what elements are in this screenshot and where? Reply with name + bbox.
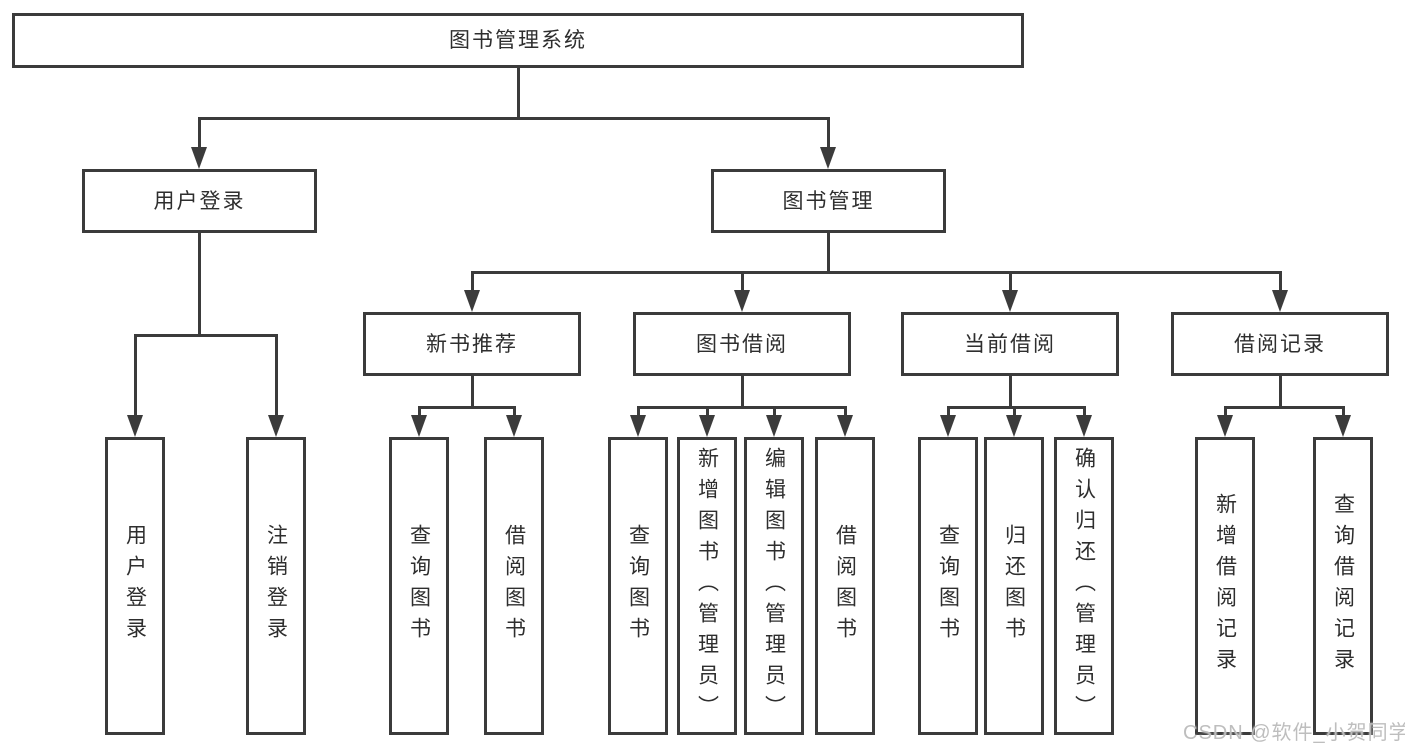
node-leaf-return-book: 归还图书: [984, 437, 1044, 735]
node-leaf-query-borrow-record: 查询借阅记录: [1313, 437, 1373, 735]
arrowhead-icon: [734, 290, 750, 312]
connector-vline: [740, 376, 744, 409]
node-user-login: 用户登录: [82, 169, 317, 233]
connector-vline: [705, 407, 709, 417]
arrowhead-icon: [630, 415, 646, 437]
arrowhead-icon: [1335, 415, 1351, 437]
node-leaf-query-books-1: 查询图书: [389, 437, 449, 735]
arrowhead-icon: [268, 415, 284, 437]
node-borrow-record: 借阅记录: [1171, 312, 1389, 376]
arrowhead-icon: [1272, 290, 1288, 312]
node-leaf-borrow-books-1: 借阅图书: [484, 437, 544, 735]
connector-vline: [198, 118, 201, 150]
connector-vline: [843, 407, 847, 417]
node-book-management: 图书管理: [711, 169, 946, 233]
arrowhead-icon: [411, 415, 427, 437]
arrowhead-icon: [699, 415, 715, 437]
node-leaf-user-login: 用户登录: [105, 437, 165, 735]
connector-vline: [1278, 272, 1282, 292]
connector-vline: [198, 233, 201, 335]
watermark: CSDN @软件_小贺同学: [1183, 722, 1405, 744]
arrowhead-icon: [837, 415, 853, 437]
connector-vline: [512, 407, 516, 417]
arrowhead-icon: [820, 147, 836, 169]
node-current-borrow: 当前借阅: [901, 312, 1119, 376]
node-leaf-query-books-2: 查询图书: [608, 437, 668, 735]
arrowhead-icon: [766, 415, 782, 437]
node-root-library-system: 图书管理系统: [12, 13, 1024, 68]
arrowhead-icon: [191, 147, 207, 169]
connector-vline: [516, 68, 520, 118]
node-leaf-confirm-return-admin: 确认归还（管理员）: [1054, 437, 1114, 735]
connector-vline: [946, 407, 950, 417]
connector-hline: [417, 405, 516, 409]
connector-vline: [740, 272, 744, 292]
connector-vline: [636, 407, 640, 417]
connector-hline: [470, 270, 1282, 274]
node-book-borrow: 图书借阅: [633, 312, 851, 376]
connector-hline: [1223, 405, 1345, 409]
node-leaf-add-borrow-record: 新增借阅记录: [1195, 437, 1255, 735]
connector-vline: [1341, 407, 1345, 417]
connector-hline: [133, 333, 278, 337]
node-leaf-logout: 注销登录: [246, 437, 306, 735]
connector-vline: [1082, 407, 1086, 417]
connector-vline: [772, 407, 776, 417]
connector-vline: [1008, 272, 1012, 292]
connector-hline: [636, 405, 847, 409]
connector-vline: [470, 272, 474, 292]
connector-vline: [1008, 376, 1012, 409]
node-new-book-recommend: 新书推荐: [363, 312, 581, 376]
connector-vline: [1223, 407, 1227, 417]
arrowhead-icon: [1076, 415, 1092, 437]
connector-vline: [1278, 376, 1282, 409]
arrowhead-icon: [940, 415, 956, 437]
arrowhead-icon: [506, 415, 522, 437]
connector-vline: [417, 407, 421, 417]
connector-vline: [827, 118, 830, 150]
arrowhead-icon: [1006, 415, 1022, 437]
connector-vline: [827, 233, 830, 272]
connector-vline: [470, 376, 474, 409]
connector-vline: [1012, 407, 1016, 417]
connector-hline: [946, 405, 1086, 409]
arrowhead-icon: [1217, 415, 1233, 437]
connector-hline: [197, 116, 830, 120]
node-leaf-edit-book-admin: 编辑图书（管理员）: [744, 437, 804, 735]
arrowhead-icon: [464, 290, 480, 312]
arrowhead-icon: [1002, 290, 1018, 312]
connector-vline: [133, 335, 137, 417]
node-leaf-add-book-admin: 新增图书（管理员）: [677, 437, 737, 735]
node-leaf-borrow-books-2: 借阅图书: [815, 437, 875, 735]
arrowhead-icon: [127, 415, 143, 437]
node-leaf-query-books-3: 查询图书: [918, 437, 978, 735]
connector-vline: [274, 335, 278, 417]
